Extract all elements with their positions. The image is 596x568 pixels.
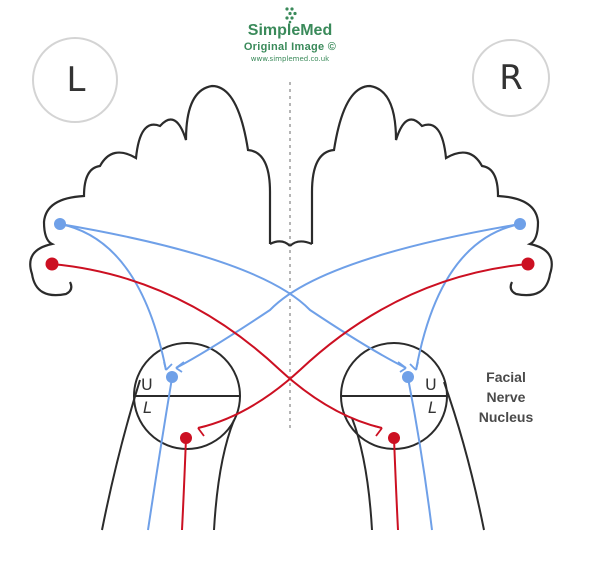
right-brainstem-outer [443, 381, 485, 531]
blue-right-ipsilateral [415, 223, 521, 371]
left-brainstem-inner [213, 419, 235, 531]
right-lower-label: L [428, 398, 437, 417]
right-hemisphere-notch [289, 240, 313, 247]
right-brainstem-inner [351, 417, 373, 531]
left-upper-nucleus-neuron [166, 371, 178, 383]
right-lower-nucleus-neuron [388, 432, 400, 444]
blue-right-synapse-a [409, 361, 419, 371]
blue-left-crossing [59, 223, 407, 369]
red-right-descending [393, 437, 399, 531]
nucleus-label-line-2: Nerve [486, 389, 526, 405]
blue-left-ipsilateral [59, 223, 167, 371]
left-hemisphere-outline [29, 84, 272, 297]
red-right-synapse [373, 425, 383, 437]
left-side-label: L [66, 60, 86, 100]
red-left-crossing [51, 263, 383, 429]
right-side-label: R [499, 58, 523, 98]
left-lower-cortex-neuron [45, 257, 59, 271]
blue-right-crossing [175, 223, 521, 369]
simplemed-brand: SimpleMed Original Image © www.simplemed… [210, 6, 370, 65]
right-upper-nucleus-neuron [402, 371, 414, 383]
left-side-circle [32, 37, 118, 123]
right-side-circle [472, 39, 550, 117]
blue-left-descending [147, 377, 173, 531]
right-hemisphere-outline [310, 84, 553, 297]
brand-url: www.simplemed.co.uk [250, 55, 330, 63]
blue-right-descending [407, 377, 433, 531]
red-left-descending [181, 437, 187, 531]
right-upper-label: U [425, 375, 437, 394]
red-left-synapse [197, 425, 207, 437]
blue-left-synapse-a [163, 361, 173, 371]
right-upper-cortex-neuron [514, 218, 526, 230]
right-lower-cortex-neuron [521, 257, 535, 271]
facial-nerve-nucleus-label: Facial Nerve Nucleus [466, 367, 546, 427]
left-lower-nucleus-neuron [180, 432, 192, 444]
nucleus-label-line-1: Facial [486, 369, 526, 385]
red-right-crossing [197, 263, 529, 429]
left-upper-cortex-neuron [54, 218, 66, 230]
nucleus-label-line-3: Nucleus [478, 409, 534, 425]
left-hemisphere-notch [269, 240, 291, 247]
brand-name: SimpleMed [247, 22, 333, 39]
simplemed-logo-icon [285, 7, 297, 24]
blue-right-synapse-b [397, 361, 407, 373]
left-lower-label: L [143, 398, 152, 417]
blue-left-synapse-b [175, 361, 185, 373]
left-upper-label: U [141, 375, 153, 394]
brand-subtitle: Original Image © [243, 41, 337, 53]
